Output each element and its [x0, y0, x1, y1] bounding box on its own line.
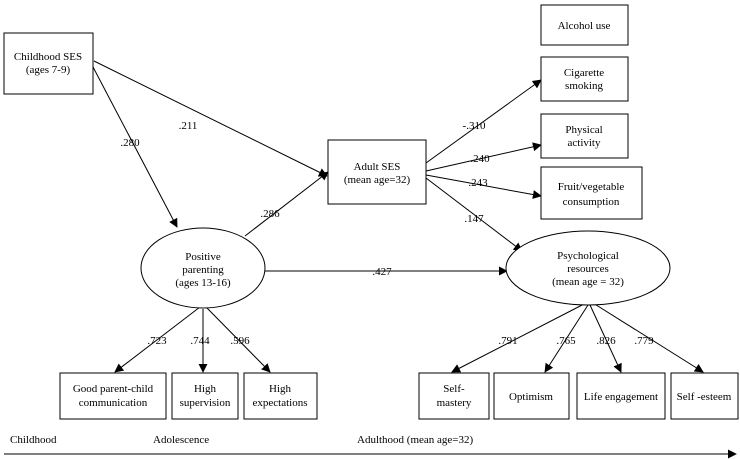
self-mastery-label: Self-mastery [437, 383, 472, 409]
coef-childhood-to-parenting: .280 [120, 137, 140, 149]
arrow-psych-to-optimism [544, 304, 589, 373]
self-mastery-box [418, 372, 490, 420]
childhood-ses-label: Childhood SES(ages 7-9) [14, 51, 82, 76]
timeline-childhood-label: Childhood [10, 434, 57, 446]
coefficient-labels: .211 .280 .286 .427 -.310 .240 .243 .147… [120, 120, 654, 347]
fruit-vegetable-box [540, 166, 643, 220]
coef-psych-to-esteem: .779 [634, 335, 654, 347]
alcohol-use-label: Alcohol use [558, 20, 611, 32]
coef-parenting-to-psych: .427 [372, 266, 392, 278]
arrows [92, 60, 704, 373]
node-labels: Childhood SES(ages 7-9) Adult SES(mean a… [14, 20, 732, 409]
coef-childhood-to-adult: .211 [179, 120, 198, 132]
psychological-resources-ellipse [505, 230, 671, 306]
high-expectations-box [243, 372, 318, 420]
childhood-ses-box [3, 32, 94, 95]
timeline: Childhood Adolescence Adulthood (mean ag… [4, 434, 737, 459]
coef-psych-to-mastery: .791 [498, 335, 517, 347]
physical-activity-box [540, 113, 629, 159]
timeline-adolescence-label: Adolescence [153, 434, 209, 446]
adult-ses-box [327, 139, 427, 205]
life-engagement-label: Life engagement [584, 391, 658, 403]
arrow-adult-to-activity [425, 142, 542, 172]
adult-ses-label: Adult SES(mean age=32) [344, 161, 411, 186]
coef-adult-to-psych: .147 [464, 213, 484, 225]
arrow-adult-to-fruit [425, 174, 542, 199]
optimism-label: Optimism [509, 391, 553, 403]
arrow-adult-to-psych [425, 177, 523, 252]
self-esteem-box [670, 372, 739, 420]
arrow-parenting-to-adult-ses [244, 171, 329, 237]
node-shapes [3, 4, 739, 420]
coef-psych-to-optimism: .765 [556, 335, 576, 347]
good-communication-box [59, 372, 167, 420]
arrow-parenting-to-communication [114, 306, 201, 373]
optimism-box [493, 372, 570, 420]
coef-parenting-to-supervision: .744 [190, 335, 210, 347]
arrow-adult-to-smoking [425, 79, 542, 164]
positive-parenting-ellipse [140, 227, 266, 309]
arrow-psych-to-esteem [592, 302, 704, 373]
coef-adult-to-activity: .240 [470, 153, 490, 165]
coef-psych-to-engagement: .826 [596, 335, 616, 347]
coef-adult-to-fruit: .243 [468, 177, 488, 189]
life-engagement-box [576, 372, 666, 420]
coef-adult-to-smoking: -.310 [463, 120, 486, 132]
coef-parenting-to-adult: .286 [260, 208, 280, 220]
arrow-parenting-to-expectations [205, 306, 271, 373]
alcohol-use-box [540, 4, 629, 46]
coef-parenting-to-communication: .723 [147, 335, 167, 347]
timeline-adulthood-label: Adulthood (mean age=32) [357, 434, 474, 446]
cigarette-smoking-box [540, 56, 629, 102]
arrow-psych-to-mastery [451, 302, 587, 373]
arrow-childhood-to-adult-ses [93, 60, 328, 177]
self-esteem-label: Self -esteem [677, 391, 732, 403]
coef-parenting-to-expectations: .596 [230, 335, 250, 347]
arrow-childhood-to-parenting [92, 66, 178, 228]
arrow-psych-to-engagement [589, 304, 622, 373]
high-supervision-box [171, 372, 239, 420]
